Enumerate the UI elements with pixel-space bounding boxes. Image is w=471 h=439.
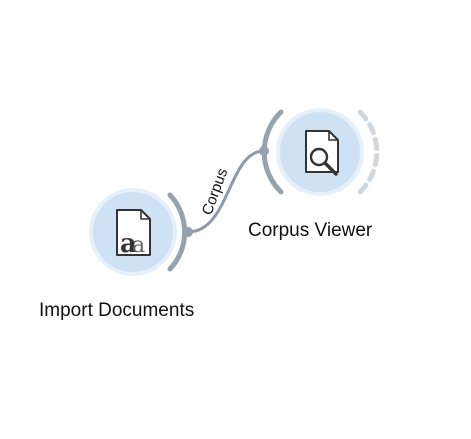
link-import-to-viewer[interactable] xyxy=(186,149,266,234)
svg-text:a: a xyxy=(120,229,137,259)
document-magnifier-icon xyxy=(305,130,339,176)
text-document-icon: a a xyxy=(116,209,151,259)
inactive-output-anchor-arc[interactable] xyxy=(357,109,380,195)
node-label-corpus-viewer: Corpus Viewer xyxy=(248,220,373,241)
svg-text:a: a xyxy=(132,233,145,258)
node-import-documents[interactable]: a a xyxy=(89,188,193,276)
input-anchor-dot[interactable] xyxy=(259,146,269,156)
node-label-import-documents: Import Documents xyxy=(39,300,195,321)
node-corpus-viewer[interactable] xyxy=(259,108,380,196)
output-anchor-dot[interactable] xyxy=(183,227,193,237)
link-label-corpus: Corpus xyxy=(199,166,232,217)
